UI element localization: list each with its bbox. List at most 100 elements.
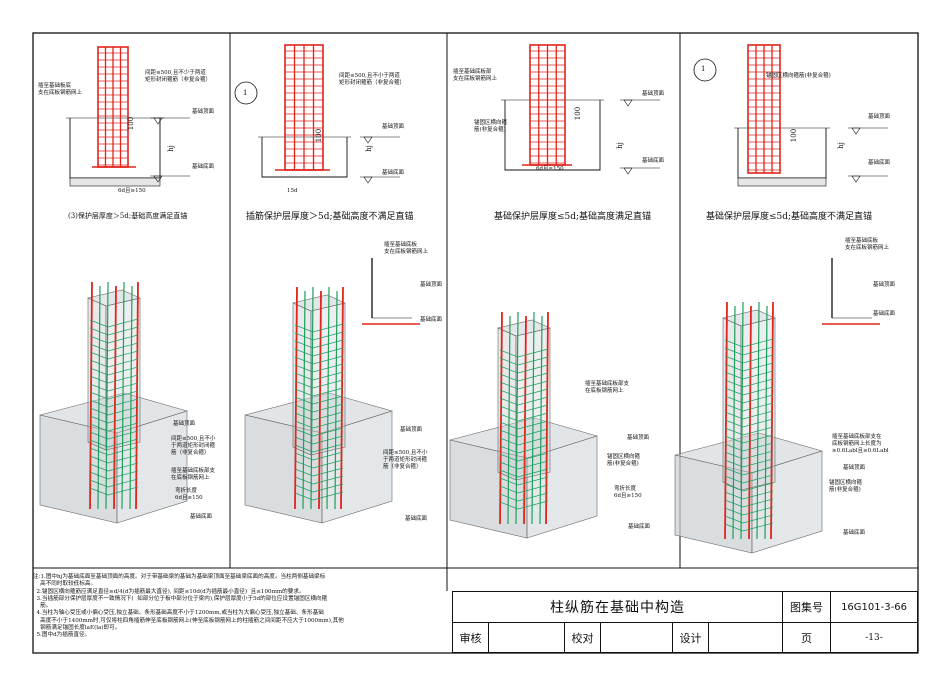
panel-d-iso-top-small: 基础顶面	[873, 282, 896, 288]
panel-b-iso-tie	[294, 491, 344, 501]
panel-d-iso-footing-side	[751, 450, 823, 554]
panel-a-iso-rebar	[113, 285, 117, 510]
panel-d-iso-tie	[724, 386, 774, 396]
panel-b-iso-tie	[294, 363, 344, 373]
panel-a-iso-tie	[89, 406, 139, 416]
panel-b-iso-tie	[294, 459, 344, 469]
panel-b-iso-tie	[294, 427, 344, 437]
panel-c-iso-bend: 弯折长度 6d且≥150	[614, 486, 642, 499]
page-number: -13-	[865, 632, 883, 643]
panel-c-iso-stirrup: 锚固区横向箍 筋(非复合箍)	[607, 454, 641, 467]
panel-c-iso-tie	[499, 492, 549, 502]
review-label: 审核	[453, 623, 489, 652]
panel-a-iso-rebar	[89, 281, 93, 510]
panel-d-caption: 基础保护层厚度≤5d;基础高度不满足直锚	[706, 212, 873, 222]
panel-d-lean-concrete	[737, 177, 827, 187]
panel-a-caption: (3)保护层厚度＞5d;基础高度满足直锚	[68, 212, 188, 220]
panel-a-iso-tie	[89, 470, 139, 480]
panel-d-iso-tie	[724, 426, 774, 436]
panel-c-footing	[504, 100, 601, 171]
panel-b-circle-number: 1	[243, 89, 248, 97]
panel-a-iso-tie	[89, 414, 139, 424]
panel-c-iso-top: 基础顶面	[627, 435, 650, 441]
panel-c-bottom-level-mark	[623, 167, 633, 175]
panel-c-iso-tie	[499, 428, 549, 438]
panel-d-iso-detail: 插至基础底板 支在底板钢筋网上	[845, 238, 890, 251]
panel-b-iso-tie	[294, 395, 344, 405]
note-line: 注:1.图中hj为基础底面至基础顶面的高度。对于带基础梁的基础为基础梁顶面至基础…	[33, 574, 326, 580]
panel-c-top-level-mark	[623, 99, 633, 107]
panel-d-iso-tie	[724, 490, 774, 500]
panel-b-iso-tie	[294, 339, 344, 349]
panel-d-circle-number: 1	[701, 65, 706, 73]
panel-b-iso-rebar	[302, 290, 306, 510]
panel-d-iso-rebar	[740, 301, 744, 540]
panel-d-iso-stirrup: 锚固区横向箍 筋(非复合箍)	[829, 480, 863, 493]
panel-b-iso-tie	[294, 443, 344, 453]
panel-a-iso-tie	[89, 318, 139, 328]
panel-b-bottom-label: 基础底面	[382, 170, 405, 176]
panel-c-iso-rebar	[515, 311, 519, 525]
panel-b-caption: 插筋保护层厚度＞5d;基础高度不满足直锚	[246, 212, 414, 222]
panel-c-iso-rebar	[545, 311, 549, 525]
panel-c-caption: 基础保护层厚度≤5d;基础高度满足直锚	[494, 212, 652, 222]
panel-d-iso-tie	[724, 482, 774, 492]
panel-c-iso-tie	[499, 484, 549, 494]
panel-a-iso-tie	[89, 374, 139, 384]
panel-b-bottom-level-mark	[363, 176, 373, 184]
panel-a-iso-insert: 插至基础底板部支 在底板钢筋网上	[171, 468, 216, 481]
panel-d-bottom-label: 基础底面	[868, 160, 891, 166]
panel-a-bottom-dim: 6d且≥150	[118, 188, 146, 194]
check-signature	[601, 623, 673, 652]
panel-b-iso-bottom-small: 基础底面	[420, 317, 443, 323]
panel-c-iso-tie	[499, 388, 549, 398]
panel-d-stirrup-label: 锚固区横向箍筋(非复合箍)	[766, 73, 831, 79]
note-line: 4.当柱为轴心受压或小偏心受压,独立基础、条形基础高度不小于1200mm,或当柱…	[33, 610, 324, 617]
panel-b-iso-top-small: 基础顶面	[420, 282, 443, 288]
panel-a-iso-footing-side	[116, 410, 188, 524]
panel-a-iso-tie	[89, 446, 139, 456]
panel-b-dim-100: 100	[315, 128, 324, 143]
drawing-title: 柱纵筋在基础中构造	[453, 592, 783, 622]
panel-d-iso-top: 基础顶面	[843, 465, 866, 471]
panel-c-iso-tie	[499, 412, 549, 422]
panel-d-iso-tie	[724, 338, 774, 348]
panel-d-iso-tie	[724, 378, 774, 388]
panel-d-iso-tie	[724, 434, 774, 444]
panel-b-iso-tie	[294, 347, 344, 357]
panel-d-footing	[737, 128, 827, 179]
check-label: 校对	[565, 623, 601, 652]
note-line: 钢筋满足锚固长度laE(la)即可。	[33, 624, 121, 631]
panel-d-iso-tie	[724, 346, 774, 356]
panel-a-bottom-label: 基础底面	[192, 164, 215, 170]
notes-block: 注:1.图中hj为基础底面至基础顶面的高度。对于带基础梁的基础为基础梁顶面至基础…	[33, 574, 448, 639]
note-line: 筋。	[33, 603, 52, 610]
panel-c-iso-rebar	[531, 311, 535, 525]
panel-a-iso-spacing: 间距≤500,且不小 于两道矩形封闭箍 筋（非复合箍）	[171, 436, 216, 456]
panel-c-iso-tie	[499, 364, 549, 374]
note-line: 高不同时取较低标高。	[33, 581, 97, 588]
sheet-border	[32, 32, 919, 654]
panel-d-iso-rebar	[732, 305, 736, 540]
panel-b-iso-tie	[294, 403, 344, 413]
panel-a-lean-concrete	[69, 177, 161, 187]
panel-b-iso-tie	[294, 355, 344, 365]
title-block: 柱纵筋在基础中构造 图集号 16G101-3-66 审核 校对 设计 页 -13…	[452, 591, 918, 653]
panel-b-iso-rebar	[310, 286, 314, 510]
panel-c-iso-footing-side	[526, 435, 598, 539]
panel-a-iso-tie	[89, 390, 139, 400]
panel-d-iso-tie	[724, 402, 774, 412]
panel-d-iso-tie	[724, 418, 774, 428]
panel-b-iso-rebar	[318, 290, 322, 510]
panel-a-spacing-label: 间距≤500,且不少于两道 矩形封闭箍筋（非复合箍）	[145, 70, 212, 83]
panel-c-iso-tie	[499, 348, 549, 358]
panel-b-iso-tie	[294, 483, 344, 493]
panel-a-iso-tie	[89, 486, 139, 496]
panel-b-iso-tie	[294, 323, 344, 333]
note-line: 5.图中d为插筋直径。	[33, 632, 91, 639]
panel-b-iso-tie	[294, 331, 344, 341]
panel-a-hj: hj	[166, 145, 175, 152]
panel-a-footing	[69, 118, 161, 179]
